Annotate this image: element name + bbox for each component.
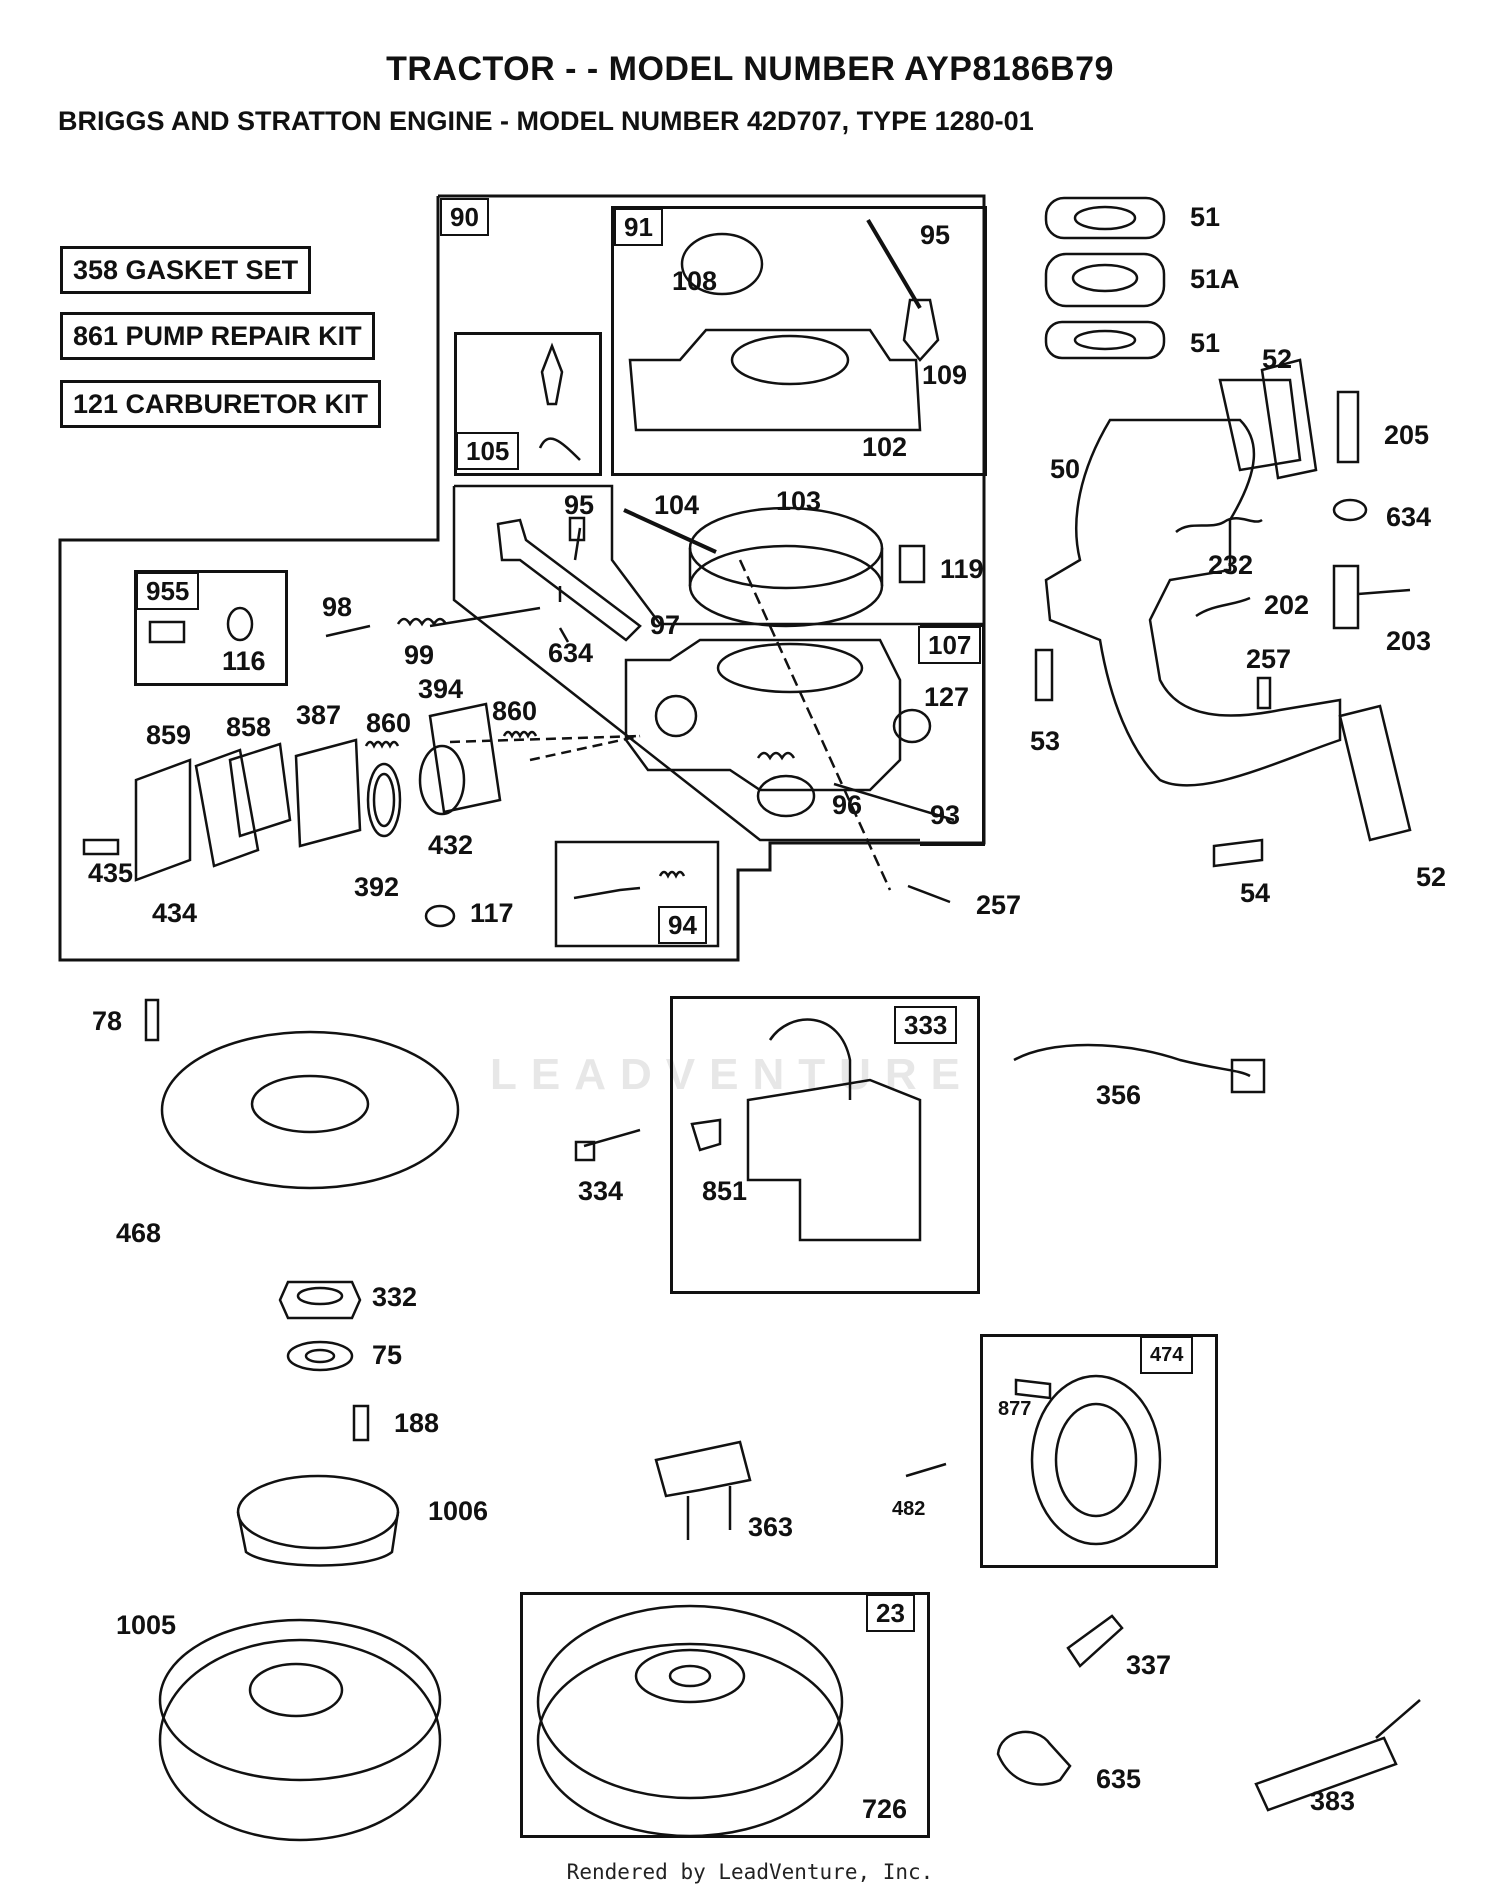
part-54[interactable]: 54 [1240,878,1271,908]
part-860-right[interactable]: 860 [492,696,538,726]
part-50[interactable]: 50 [1050,454,1081,484]
assembly-23-label[interactable]: 23 [866,1594,915,1632]
part-1006[interactable]: 1006 [428,1496,489,1526]
part-634[interactable]: 634 [548,638,594,668]
part-205[interactable]: 205 [1384,420,1430,450]
part-383[interactable]: 383 [1310,1786,1356,1816]
part-96[interactable]: 96 [832,790,863,820]
part-98[interactable]: 98 [322,592,353,622]
part-188[interactable]: 188 [394,1408,440,1438]
part-51-bottom[interactable]: 51 [1190,328,1221,358]
part-387[interactable]: 387 [296,700,342,730]
assembly-107-box [920,624,985,846]
part-97[interactable]: 97 [650,610,681,640]
assembly-333-label[interactable]: 333 [894,1006,958,1044]
part-435[interactable]: 435 [88,858,134,888]
part-392[interactable]: 392 [354,872,400,902]
assembly-474-box [980,1334,1218,1568]
kit-gasket-set[interactable]: 358 GASKET SET [60,246,312,294]
part-434[interactable]: 434 [152,898,198,928]
part-108[interactable]: 108 [672,266,718,296]
part-1005[interactable]: 1005 [116,1610,177,1640]
part-52-top[interactable]: 52 [1262,344,1293,374]
assembly-105-label[interactable]: 105 [456,432,520,470]
part-432[interactable]: 432 [428,830,474,860]
part-51-top[interactable]: 51 [1190,202,1221,232]
part-95-middle[interactable]: 95 [564,490,595,520]
assembly-474-label[interactable]: 474 [1140,1336,1194,1374]
part-95-top[interactable]: 95 [920,220,951,250]
assembly-107-label[interactable]: 107 [918,626,982,664]
part-257-right[interactable]: 257 [1246,644,1292,674]
kit-pump-repair[interactable]: 861 PUMP REPAIR KIT [60,312,375,360]
footer-credit: Rendered by LeadVenture, Inc. [566,1860,934,1884]
assembly-955-label[interactable]: 955 [136,572,200,610]
part-337[interactable]: 337 [1126,1650,1172,1680]
part-117[interactable]: 117 [470,898,514,928]
part-363[interactable]: 363 [748,1512,794,1542]
part-859[interactable]: 859 [146,720,192,750]
part-99[interactable]: 99 [404,640,435,670]
part-116[interactable]: 116 [222,646,266,676]
part-93[interactable]: 93 [930,800,961,830]
part-334[interactable]: 334 [578,1176,624,1206]
part-109[interactable]: 109 [922,360,968,390]
part-634-right[interactable]: 634 [1386,502,1432,532]
assembly-955-box [134,570,288,686]
part-104[interactable]: 104 [654,490,700,520]
part-851[interactable]: 851 [702,1176,748,1206]
page-subtitle: BRIGGS AND STRATTON ENGINE - MODEL NUMBE… [58,106,1034,136]
gasket-51-top [1044,196,1166,240]
page-title: TRACTOR - - MODEL NUMBER AYP8186B79 [386,50,1114,88]
part-635[interactable]: 635 [1096,1764,1142,1794]
part-877[interactable]: 877 [998,1398,1032,1420]
part-102[interactable]: 102 [862,432,908,462]
assembly-91-box [611,206,987,476]
watermark: LEADVENTURE [490,1050,975,1099]
part-257[interactable]: 257 [976,890,1022,920]
assembly-94-label[interactable]: 94 [658,906,707,944]
assembly-90-label[interactable]: 90 [440,198,489,236]
part-51a[interactable]: 51A [1190,264,1240,294]
part-119[interactable]: 119 [940,554,984,584]
part-232[interactable]: 232 [1208,550,1254,580]
part-203[interactable]: 203 [1386,626,1432,656]
part-332[interactable]: 332 [372,1282,418,1312]
assembly-91-label[interactable]: 91 [614,208,663,246]
part-75[interactable]: 75 [372,1340,403,1370]
assembly-333-box [670,996,980,1294]
part-202[interactable]: 202 [1264,590,1310,620]
kit-carburetor[interactable]: 121 CARBURETOR KIT [60,380,382,428]
part-52-bottom[interactable]: 52 [1416,862,1447,892]
part-356[interactable]: 356 [1096,1080,1142,1110]
assembly-105-box [454,332,602,476]
part-860-left[interactable]: 860 [366,708,412,738]
part-482[interactable]: 482 [892,1498,926,1520]
part-103[interactable]: 103 [776,486,822,516]
part-127[interactable]: 127 [924,682,970,712]
part-858[interactable]: 858 [226,712,272,742]
part-394[interactable]: 394 [418,674,464,704]
part-468[interactable]: 468 [116,1218,162,1248]
part-53[interactable]: 53 [1030,726,1061,756]
part-78[interactable]: 78 [92,1006,123,1036]
assembly-23-box [520,1592,930,1838]
part-726[interactable]: 726 [862,1794,908,1824]
